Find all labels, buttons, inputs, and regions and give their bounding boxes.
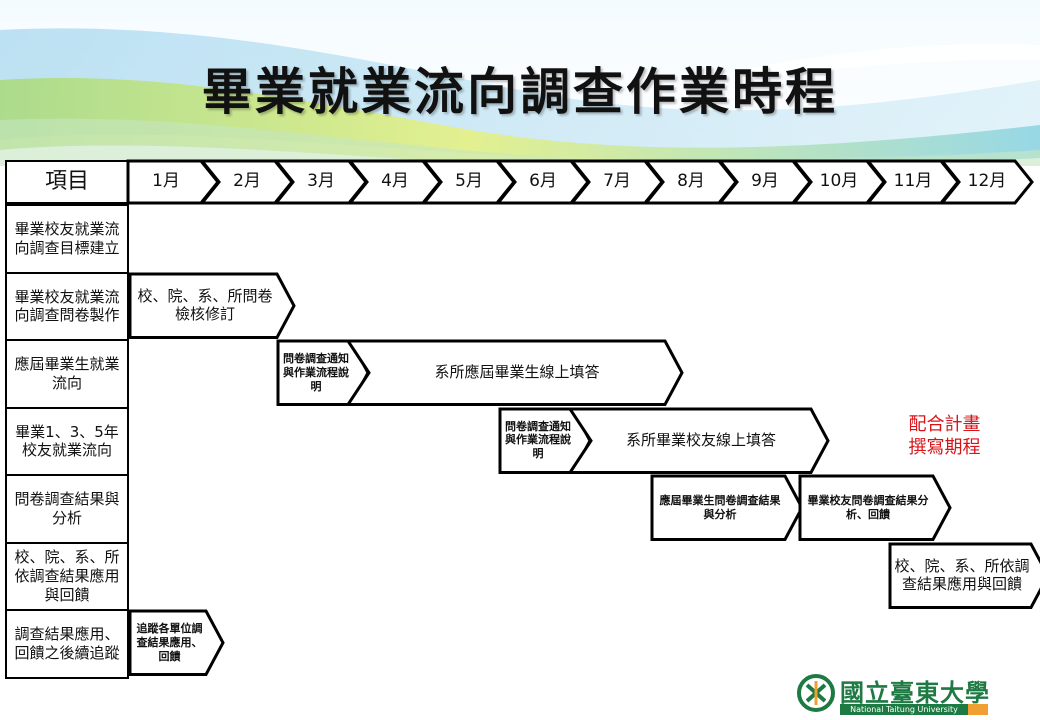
task-bar: 應屆畢業生問卷調查結果與分析	[650, 474, 804, 541]
task-bar: 系所應屆畢業生線上填答	[345, 339, 684, 406]
ntu-emblem-icon	[797, 674, 835, 712]
row-label-cell: 畢業校友就業流向調查目標建立	[5, 204, 129, 274]
task-bar: 校、院、系、所依調查結果應用與回饋	[888, 542, 1040, 609]
logo-english: National Taitung University	[840, 704, 968, 715]
header-item-cell: 項目	[5, 160, 129, 204]
row-label: 校、院、系、所依調查結果應用與回饋	[14, 548, 120, 604]
month-header-label: 4月	[381, 171, 409, 192]
month-header: 10月	[790, 159, 886, 205]
month-header-label: 9月	[751, 171, 779, 192]
month-header-label: 1月	[152, 171, 180, 192]
month-header-label: 6月	[529, 171, 557, 192]
task-bar-label: 系所畢業校友線上填答	[625, 430, 776, 449]
month-header-label: 8月	[677, 171, 705, 192]
plan-note-line-2: 撰寫期程	[908, 437, 981, 459]
task-bar: 系所畢業校友線上填答	[567, 407, 830, 474]
page-title: 畢業就業流向調查作業時程	[202, 63, 838, 121]
task-bar-label: 問卷調查通知與作業流程說明	[505, 419, 571, 461]
month-header-label: 11月	[893, 171, 933, 192]
row-label: 應屆畢業生就業流向	[14, 355, 120, 392]
row-label-cell: 校、院、系、所依調查結果應用與回饋	[5, 541, 129, 611]
task-bar-label: 系所應屆畢業生線上填答	[434, 363, 600, 382]
month-header-label: 7月	[603, 171, 631, 192]
row-label: 問卷調查結果與分析	[14, 490, 120, 527]
plan-note: 配合計畫 撰寫期程	[872, 413, 1017, 460]
row-label: 畢業校友就業流向調查目標建立	[14, 220, 120, 257]
university-logo: 國立臺東大學 National Taitung University	[796, 671, 1006, 717]
month-header: 12月	[938, 159, 1034, 205]
task-bar: 問卷調查通知與作業流程說明	[498, 407, 592, 474]
row-label-cell: 調查結果應用、回饋之後續追蹤	[5, 609, 129, 679]
row-label: 畢業1、3、5年校友就業流向	[15, 422, 119, 460]
task-bar-label: 追蹤各單位調查結果應用、回饋	[136, 622, 203, 663]
plan-note-line-1: 配合計畫	[908, 414, 981, 435]
month-header: 11月	[864, 159, 960, 205]
row-label: 調查結果應用、回饋之後續追蹤	[14, 625, 120, 662]
month-header-label: 12月	[967, 171, 1007, 192]
logo-accent-bar	[968, 704, 988, 715]
task-bar: 校、院、系、所問卷檢核修訂	[128, 272, 296, 339]
row-label: 畢業校友就業流向調查問卷製作	[14, 287, 120, 325]
task-bar-label: 問卷調查通知與作業流程說明	[283, 352, 349, 393]
task-bar-label: 校、院、系、所依調查結果應用與回饋	[894, 556, 1030, 594]
row-label-cell: 問卷調查結果與分析	[5, 474, 129, 544]
task-bar: 追蹤各單位調查結果應用、回饋	[128, 609, 225, 676]
task-bar-label: 應屆畢業生問卷調查結果與分析	[659, 494, 781, 521]
task-bar: 問卷調查通知與作業流程說明	[276, 339, 370, 406]
row-label-cell: 應屆畢業生就業流向	[5, 339, 129, 409]
task-bar-label: 校、院、系、所問卷檢核修訂	[137, 286, 273, 324]
row-label-cell: 畢業1、3、5年校友就業流向	[5, 406, 129, 476]
logo-name: 國立臺東大學	[840, 679, 990, 707]
row-label-cell: 畢業校友就業流向調查問卷製作	[5, 271, 129, 341]
header-item-label: 項目	[44, 169, 89, 195]
month-header-label: 2月	[233, 171, 261, 192]
month-header-label: 10月	[819, 171, 859, 192]
month-header-label: 3月	[307, 171, 335, 192]
task-bar-label: 畢業校友問卷調查結果分析、回饋	[807, 494, 929, 521]
task-bar: 畢業校友問卷調查結果分析、回饋	[798, 474, 952, 541]
month-header-label: 5月	[455, 171, 483, 192]
